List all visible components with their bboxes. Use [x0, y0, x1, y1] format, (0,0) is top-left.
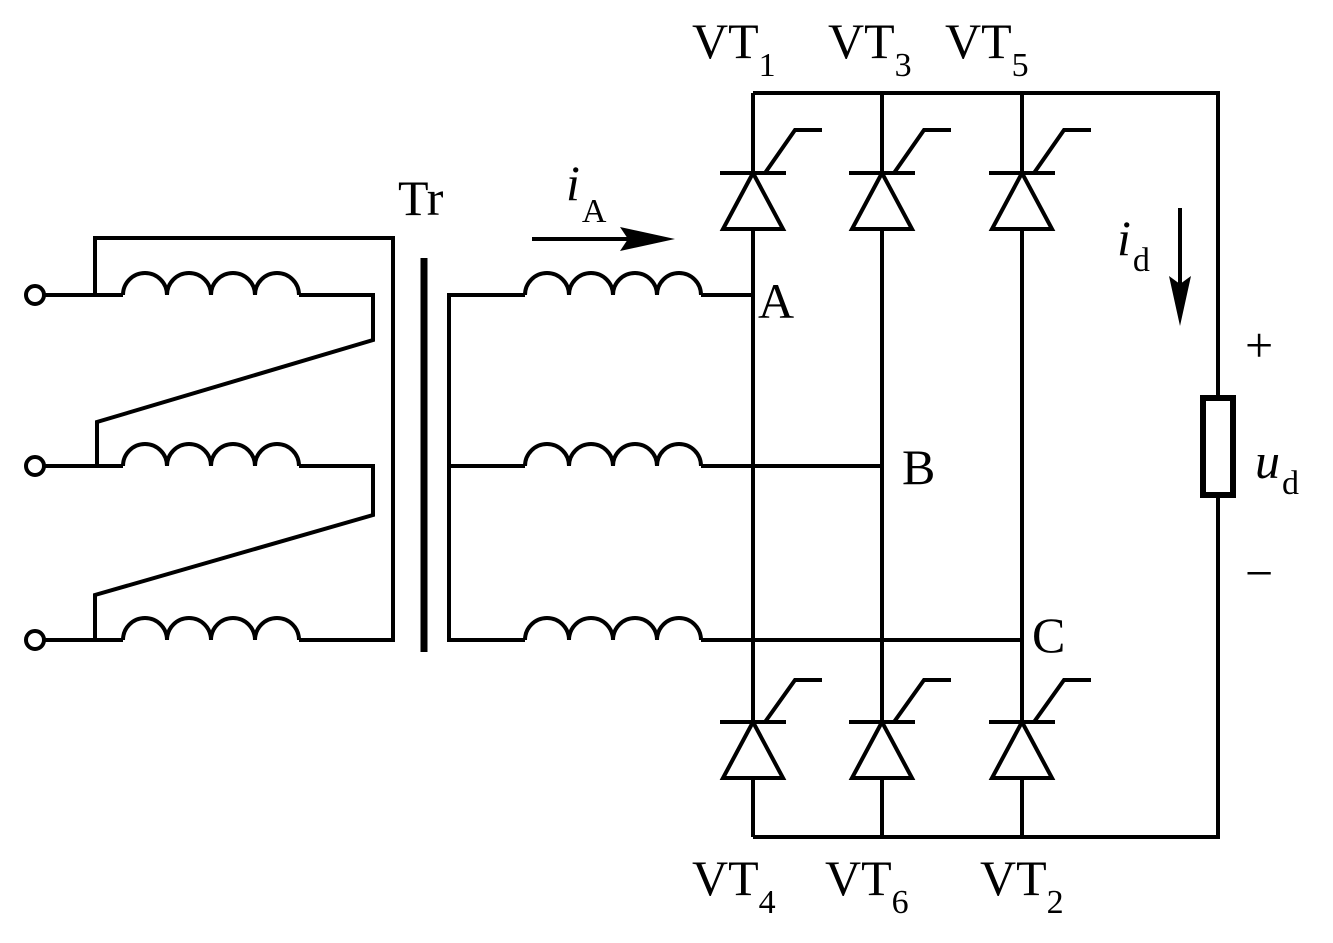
transformer-label: Tr — [398, 170, 444, 226]
primary-winding-group — [24, 236, 395, 651]
primary-coil-2 — [121, 442, 301, 467]
primary-coil-3 — [121, 616, 301, 641]
current-ia-arrow — [532, 227, 675, 251]
node-c-label: C — [1032, 607, 1065, 663]
voltage-ud-label: ud — [1255, 433, 1299, 502]
vt2-label: VT2 — [980, 850, 1064, 921]
vt5-label: VT5 — [945, 13, 1029, 84]
vt4-label: VT4 — [692, 850, 776, 921]
bridge-group — [719, 91, 1220, 839]
secondary-coil-b — [523, 442, 703, 467]
input-terminal-3 — [24, 629, 46, 651]
negative-dc-bus — [753, 495, 1220, 839]
input-terminal-2 — [24, 455, 46, 477]
positive-dc-bus — [753, 91, 1220, 398]
current-ia-label: iA — [566, 155, 607, 230]
delta-link-2 — [93, 464, 375, 640]
current-id-label: id — [1117, 210, 1150, 279]
secondary-coil-c — [523, 616, 703, 641]
secondary-coil-a — [523, 271, 703, 296]
vt6-label: VT6 — [825, 850, 909, 921]
voltage-minus-sign: − — [1245, 545, 1273, 601]
input-terminal-1 — [24, 284, 46, 306]
thyristor-vt1 — [719, 128, 822, 231]
thyristor-vt2 — [988, 678, 1091, 780]
vt3-label: VT3 — [828, 13, 912, 84]
node-b-label: B — [902, 439, 935, 495]
primary-coil-1 — [121, 271, 301, 296]
thyristor-vt3 — [848, 128, 951, 231]
current-id-arrow — [1169, 208, 1191, 326]
load-resistor — [1200, 395, 1236, 498]
vt1-label: VT1 — [692, 13, 776, 84]
thyristor-vt6 — [848, 678, 951, 780]
voltage-plus-sign: + — [1245, 317, 1273, 373]
delta-link-1 — [95, 293, 375, 466]
node-a-label: A — [758, 273, 794, 329]
secondary-winding-group — [447, 271, 1022, 642]
thyristor-vt4 — [719, 678, 822, 780]
delta-link-top — [93, 236, 395, 642]
thyristor-vt5 — [988, 128, 1091, 231]
